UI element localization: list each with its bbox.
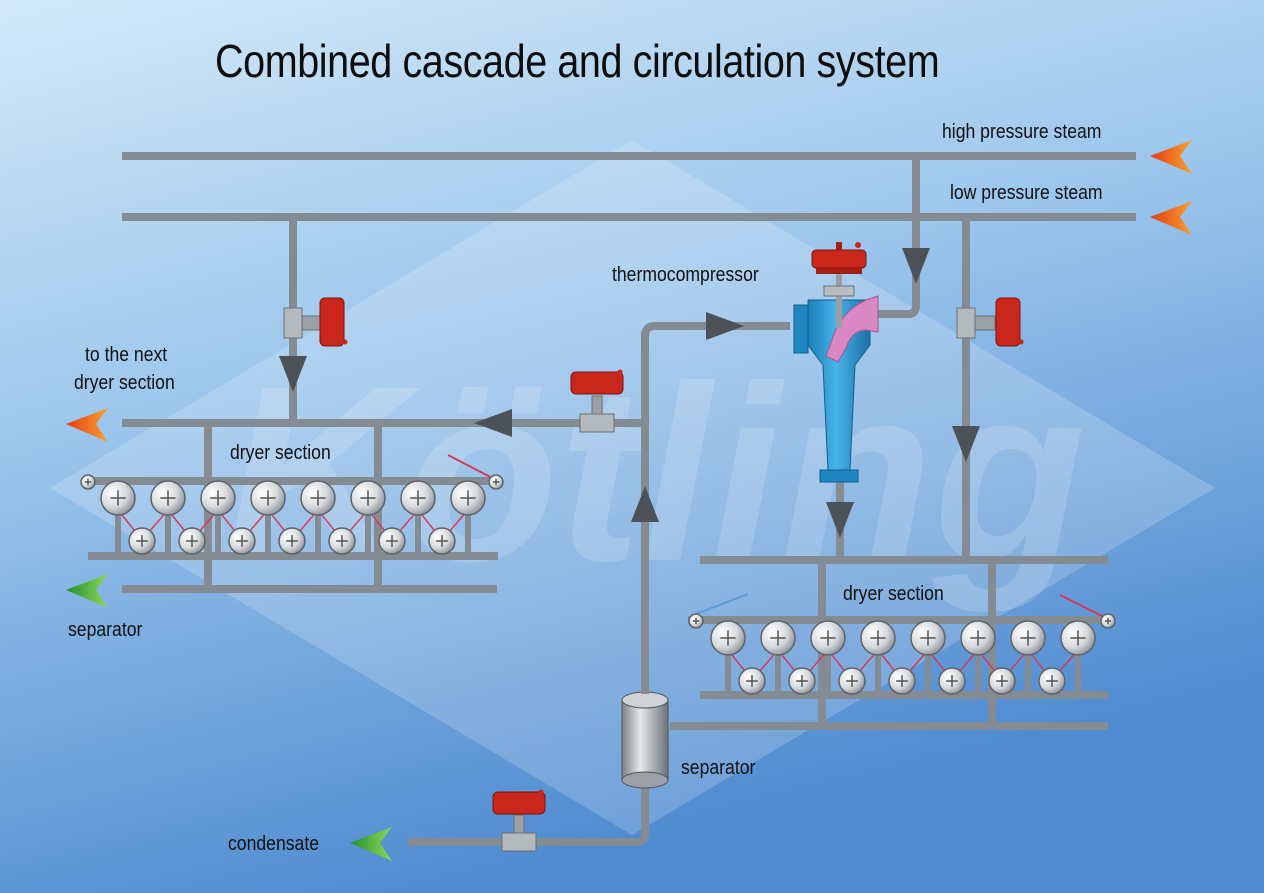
cylinder-support xyxy=(265,500,271,556)
arrow-to-next-section xyxy=(66,408,108,442)
arrow-down-hp xyxy=(902,248,930,284)
label-thermocompressor: thermocompressor xyxy=(612,264,759,286)
dryer-cylinder-bottom xyxy=(888,667,916,695)
arrow-right-riser-top xyxy=(706,312,744,340)
cylinder-support xyxy=(165,500,171,556)
flow-arrows xyxy=(279,248,980,538)
dryer-cylinder-top xyxy=(1010,620,1046,656)
cylinder-support xyxy=(1075,640,1081,695)
cylinder-support xyxy=(315,500,321,556)
arrow-down-lp-left xyxy=(279,356,307,392)
arrow-condensate-out xyxy=(350,827,392,861)
cylinder-support xyxy=(875,640,881,695)
dryer-cylinder-top xyxy=(710,620,746,656)
dryer-cylinder-bottom xyxy=(788,667,816,695)
arrow-separator-left xyxy=(66,574,108,608)
dryer-cylinder-top xyxy=(100,480,136,516)
cylinder-support xyxy=(725,640,731,695)
dryer-cylinder-top xyxy=(400,480,436,516)
dryer-cylinder-top xyxy=(300,480,336,516)
felt-roll xyxy=(488,474,504,490)
dryer-cylinder-top xyxy=(810,620,846,656)
dryer-cylinder-top xyxy=(860,620,896,656)
label-to-next-line2: dryer section xyxy=(74,372,175,394)
dryer-cylinders xyxy=(80,474,1116,695)
circulation-riser xyxy=(641,322,790,698)
dryer-cylinder-top xyxy=(960,620,996,656)
valve-lp-right xyxy=(956,297,1024,347)
separator-vessel xyxy=(621,686,669,789)
watermark xyxy=(50,140,1215,835)
condensate-line xyxy=(408,780,649,846)
dryer-cylinder-top xyxy=(250,480,286,516)
cylinder-support xyxy=(825,640,831,695)
dryer-cylinder-top xyxy=(760,620,796,656)
label-separator-center: separator xyxy=(681,757,756,779)
watermark-text: Kötling xyxy=(225,334,1086,613)
dryer-cylinder-bottom xyxy=(838,667,866,695)
dryer-cylinder-top xyxy=(910,620,946,656)
cylinder-support xyxy=(925,640,931,695)
cylinder-support xyxy=(465,500,471,556)
dryer-cylinder-bottom xyxy=(738,667,766,695)
dryer-cylinder-bottom xyxy=(378,527,406,555)
dryer-cylinder-bottom xyxy=(178,527,206,555)
label-dryer-section-right: dryer section xyxy=(843,583,944,605)
dryer-cylinder-top xyxy=(350,480,386,516)
label-dryer-section-left: dryer section xyxy=(230,442,331,464)
label-separator-left: separator xyxy=(68,619,143,641)
felt-roll xyxy=(80,474,96,490)
cylinder-support xyxy=(1025,640,1031,695)
arrow-high-pressure-in xyxy=(1150,140,1192,174)
felt-roll xyxy=(1100,613,1116,629)
arrow-down-lp-right xyxy=(952,426,980,462)
label-to-next-line1: to the next xyxy=(85,344,168,366)
dryer-cylinder-bottom xyxy=(278,527,306,555)
valve-circulation xyxy=(570,369,624,433)
valve-condensate xyxy=(492,789,546,852)
dryer-cylinder-top xyxy=(200,480,236,516)
dryer-cylinder-bottom xyxy=(938,667,966,695)
label-low-pressure-steam: low pressure steam xyxy=(950,182,1103,204)
dryer-cylinder-top xyxy=(150,480,186,516)
cylinder-support xyxy=(775,640,781,695)
dryer-cylinder-bottom xyxy=(428,527,456,555)
cylinder-support xyxy=(365,500,371,556)
pipes xyxy=(122,152,1136,846)
label-high-pressure-steam: high pressure steam xyxy=(942,121,1102,143)
dryer-cylinder-bottom xyxy=(988,667,1016,695)
dryer-cylinder-bottom xyxy=(1038,667,1066,695)
cylinder-support xyxy=(975,640,981,695)
hp-to-thermocompressor-pipe xyxy=(872,156,920,318)
external-arrows xyxy=(66,140,1192,861)
cylinder-support xyxy=(115,500,121,556)
thermocompressor-body xyxy=(793,242,879,483)
valve-lp-left xyxy=(283,297,348,347)
arrow-up-riser xyxy=(631,486,659,522)
arrow-left-header xyxy=(474,409,512,437)
dryer-cylinder-bottom xyxy=(128,527,156,555)
control-valves xyxy=(283,297,1024,852)
cylinder-support xyxy=(415,500,421,556)
dryer-cylinder-bottom xyxy=(328,527,356,555)
cylinder-support xyxy=(215,500,221,556)
dryer-cylinder-bottom xyxy=(228,527,256,555)
dryer-cylinder-top xyxy=(1060,620,1096,656)
diagram-title: Combined cascade and circulation system xyxy=(215,35,940,87)
label-condensate: condensate xyxy=(228,833,320,855)
felt-roll xyxy=(688,613,704,629)
dryer-cylinder-top xyxy=(450,480,486,516)
arrow-down-tc-outlet xyxy=(826,502,854,538)
arrow-low-pressure-in xyxy=(1150,201,1192,235)
